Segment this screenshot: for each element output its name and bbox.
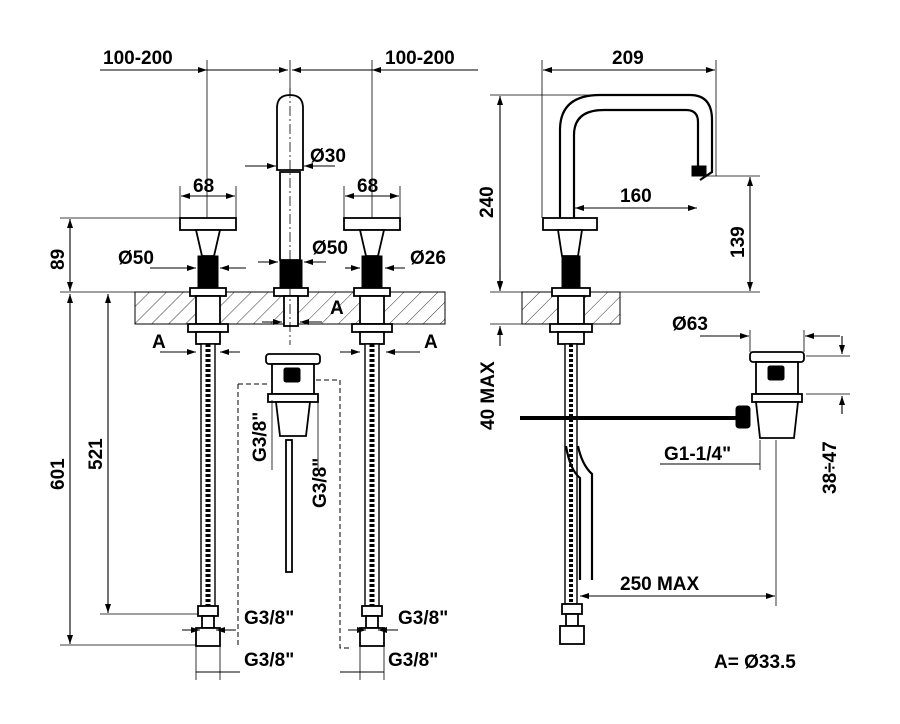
side-view: 209 240 160 139 40 MAX [477, 48, 850, 645]
waste-height-label: 38÷47 [820, 441, 841, 494]
shank-diameter-label: Ø26 [410, 248, 446, 269]
spout-profile [558, 93, 714, 218]
spout [273, 88, 309, 345]
hose-thread-right-upper-label: G3/8" [398, 608, 448, 629]
section-marker-center: A [330, 298, 344, 319]
popup-waste-side [735, 351, 805, 439]
waste-thread-label: G1-1/4" [664, 444, 731, 465]
base-diameter-left-label: Ø50 [118, 248, 154, 269]
handle-width-right-label: 68 [357, 176, 378, 197]
spout-diameter-label: Ø30 [310, 146, 346, 167]
drain-thread-label-2: G3/8" [310, 458, 331, 508]
popup-waste-front [265, 353, 321, 573]
spout-clearance-label: 139 [728, 226, 749, 258]
right-hose [359, 343, 385, 647]
spacing-right-label: 100-200 [385, 48, 455, 69]
left-hose [195, 343, 221, 647]
section-marker-left: A [152, 332, 166, 353]
hose-length-label: 521 [86, 438, 107, 470]
hose-thread-right-lower-label: G3/8" [388, 650, 438, 671]
front-view: 100-200 100-200 Ø30 68 [48, 48, 478, 680]
section-marker-right: A [424, 332, 438, 353]
diameter-note: A= Ø33.5 [714, 652, 796, 673]
spacing-left-label: 100-200 [103, 48, 173, 69]
right-handle-valve [343, 217, 401, 345]
spout-projection-label: 160 [620, 186, 652, 207]
left-handle-valve [179, 217, 237, 345]
spout-reach-label: 209 [612, 48, 644, 69]
deck-thickness-label: 40 MAX [478, 361, 499, 430]
rod-length-label: 250 MAX [620, 574, 700, 595]
handle-height-label: 89 [48, 249, 69, 270]
spout-height-label: 240 [477, 186, 498, 218]
base-diameter-center-label: Ø50 [312, 238, 348, 259]
hose-thread-left-lower-label: G3/8" [244, 650, 294, 671]
overall-height-label: 601 [48, 458, 69, 490]
hose-thread-left-upper-label: G3/8" [244, 608, 294, 629]
drain-thread-label-1: G3/8" [250, 412, 271, 462]
waste-diameter-label: Ø63 [672, 314, 708, 335]
handle-width-left-label: 68 [193, 176, 214, 197]
